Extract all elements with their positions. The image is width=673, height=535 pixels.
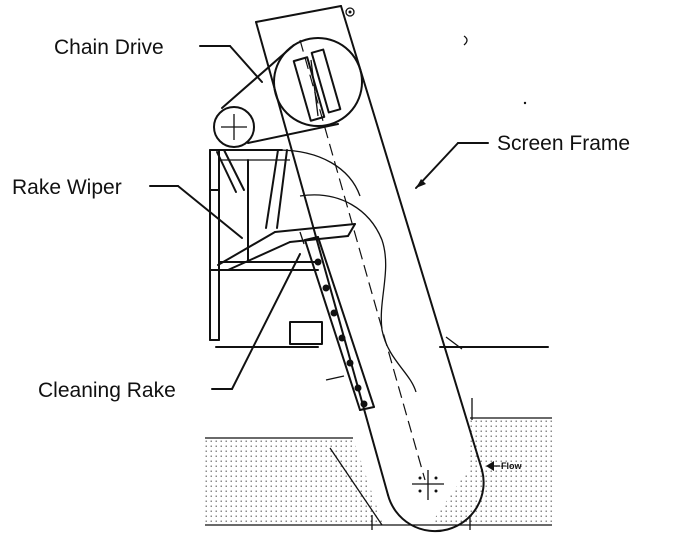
label-screen-frame: Screen Frame	[497, 132, 630, 155]
label-rake-wiper: Rake Wiper	[12, 176, 122, 199]
cleaning-rake	[304, 236, 375, 411]
rake-teeth	[314, 258, 368, 408]
flow-indicator: Flow	[486, 461, 522, 471]
label-cleaning-rake: Cleaning Rake	[38, 379, 176, 402]
speck-mark	[523, 101, 527, 105]
motor-gearbox	[292, 48, 342, 122]
leader-lines	[149, 45, 489, 390]
support-structure	[209, 149, 323, 345]
floor-lines	[215, 336, 549, 350]
label-chain-drive: Chain Drive	[54, 36, 164, 59]
rake-arm-path	[277, 149, 417, 393]
bottom-sprocket-mark	[412, 470, 444, 500]
foundation	[329, 447, 471, 530]
flow-label: Flow	[501, 461, 522, 471]
speck-arc	[463, 35, 468, 46]
rake-wiper	[217, 223, 356, 271]
